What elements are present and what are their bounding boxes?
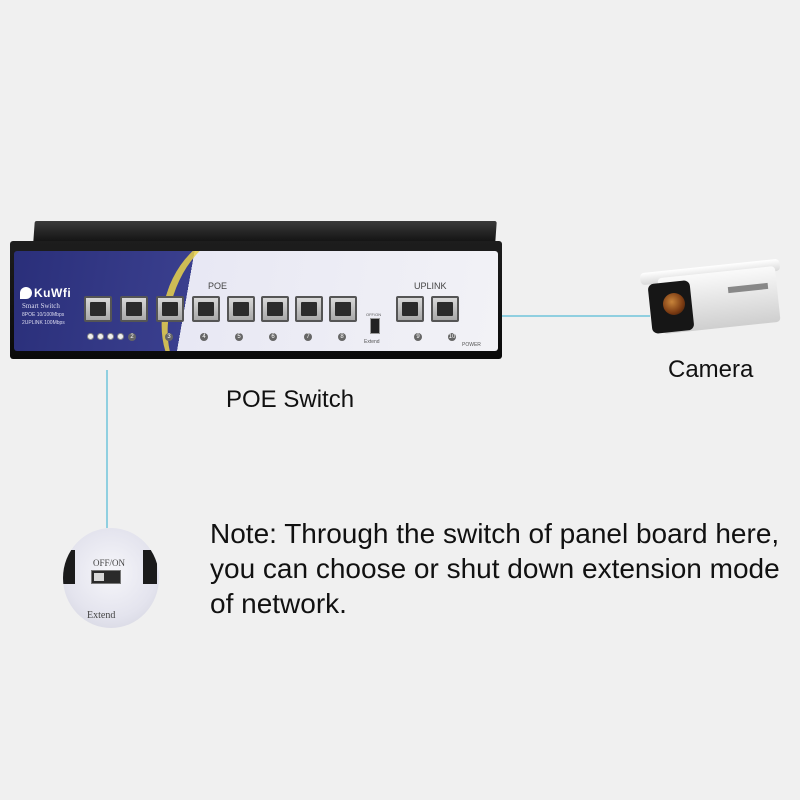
- camera-label: Camera: [668, 356, 754, 383]
- uplink-port-9[interactable]: [396, 296, 424, 322]
- switch-spec-1: 8POE 10/100Mbps: [22, 312, 65, 318]
- port-number: 9: [414, 333, 422, 341]
- poe-port-8[interactable]: [329, 296, 357, 322]
- inset-port-right: [143, 550, 157, 584]
- poe-port-1[interactable]: [84, 296, 112, 322]
- note-text: Note: Through the switch of panel board …: [210, 518, 780, 619]
- port-number: 7: [304, 333, 312, 341]
- camera-lens-icon: [663, 293, 685, 315]
- status-led: [87, 333, 94, 340]
- brand-logo-text: KuWfi: [20, 286, 71, 300]
- offon-label: OFF/ON: [366, 312, 382, 317]
- poe-port-4[interactable]: [192, 296, 220, 322]
- brand-name: KuWfi: [34, 286, 72, 300]
- port-number: 4: [200, 333, 208, 341]
- port-number: 10: [448, 333, 456, 341]
- poe-port-7[interactable]: [295, 296, 323, 322]
- port-number: 2: [128, 333, 136, 341]
- poe-port-5[interactable]: [227, 296, 255, 322]
- port-number: 8: [338, 333, 346, 341]
- extend-dip-switch[interactable]: [370, 318, 380, 334]
- brand-logo-icon: [20, 287, 32, 299]
- status-led: [107, 333, 114, 340]
- switch-label: POE Switch: [226, 386, 355, 413]
- connector-line-to-inset: [106, 370, 108, 528]
- connector-line-to-camera: [502, 315, 650, 317]
- inset-dip-switch[interactable]: [91, 570, 121, 584]
- poe-port-6[interactable]: [261, 296, 289, 322]
- status-led: [97, 333, 104, 340]
- poe-port-2[interactable]: [120, 296, 148, 322]
- port-number: 5: [235, 333, 243, 341]
- uplink-ports-label: UPLINK: [414, 281, 447, 291]
- power-label: POWER: [462, 342, 481, 348]
- inset-port-left: [63, 550, 75, 584]
- extend-label: Extend: [364, 339, 380, 345]
- port-number: 6: [269, 333, 277, 341]
- switch-top-cover: [33, 221, 497, 243]
- poe-port-3[interactable]: [156, 296, 184, 322]
- status-led: [117, 333, 124, 340]
- port-number: 3: [165, 333, 173, 341]
- extend-switch-magnified-inset: OFF/ON Extend: [63, 528, 159, 628]
- switch-spec-2: 2UPLINK 100Mbps: [22, 320, 65, 326]
- poe-ports-label: POE: [208, 281, 228, 291]
- inset-offon-label: OFF/ON: [93, 558, 126, 568]
- inset-extend-label: Extend: [87, 610, 116, 621]
- poe-switch: [0, 215, 520, 375]
- switch-subtitle: Smart Switch: [22, 302, 60, 310]
- uplink-port-10[interactable]: [431, 296, 459, 322]
